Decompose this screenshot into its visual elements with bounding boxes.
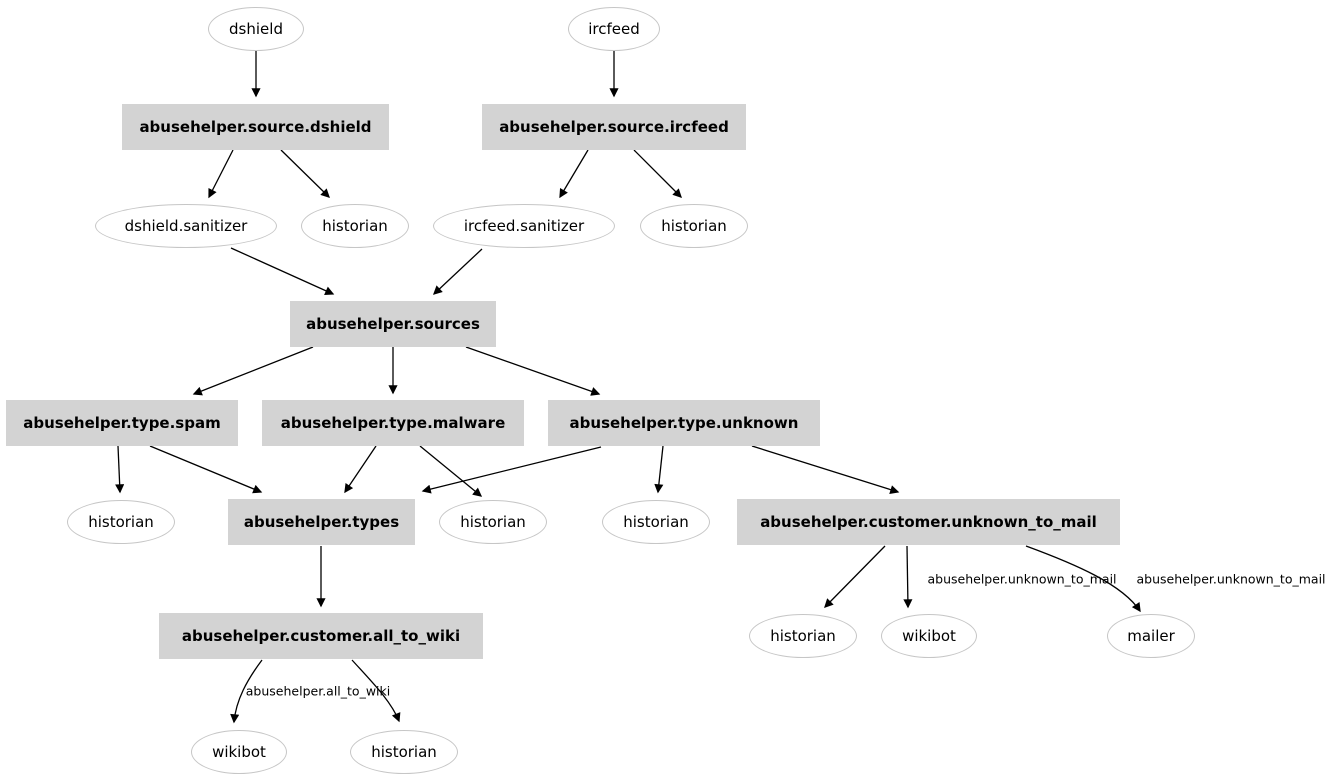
edge-ircfeed-sanitizer-to-sources [433, 248, 483, 295]
edge-type-malware-to-historian [419, 445, 483, 497]
edge-type-spam-to-historian [115, 445, 125, 494]
node-abusehelper-source-dshield: abusehelper.source.dshield [122, 104, 389, 150]
node-abusehelper-sources: abusehelper.sources [290, 301, 496, 347]
edge-unknown-to-mail-to-wikibot [903, 545, 913, 609]
edge-sources-to-type-spam [192, 346, 314, 396]
node-historian-1: historian [301, 204, 409, 248]
edge-unknown-to-mail-to-historian [824, 545, 886, 608]
edge-unknown-to-mail-to-mailer [1025, 545, 1141, 613]
edge-source-dshield-to-sanitizer [208, 149, 234, 199]
edge-all-to-wiki-to-historian [351, 659, 401, 723]
edge-type-unknown-to-historian [654, 445, 664, 494]
edge-source-ircfeed-to-sanitizer [559, 149, 589, 199]
edge-source-ircfeed-to-historian [633, 149, 682, 198]
node-ircfeed: ircfeed [568, 7, 660, 51]
node-ircfeed-sanitizer: ircfeed.sanitizer [433, 204, 615, 248]
edge-sources-to-type-unknown [465, 346, 601, 396]
edge-type-spam-to-types [149, 445, 263, 494]
node-abusehelper-type-unknown: abusehelper.type.unknown [548, 400, 820, 446]
node-abusehelper-source-ircfeed: abusehelper.source.ircfeed [482, 104, 746, 150]
edge-dshield-sanitizer-to-sources [230, 247, 335, 295]
node-historian-3: historian [67, 500, 175, 544]
node-dshield-sanitizer: dshield.sanitizer [95, 204, 277, 248]
node-dshield: dshield [208, 7, 304, 51]
node-wikibot-2: wikibot [191, 730, 287, 774]
edge-label-unknown-to-mail-mailer: abusehelper.unknown_to_mail [1136, 571, 1326, 587]
edge-source-dshield-to-historian [280, 149, 330, 198]
node-historian-6: historian [749, 614, 857, 658]
node-abusehelper-types: abusehelper.types [228, 499, 415, 545]
edge-label-all-to-wiki-wikibot: abusehelper.all_to_wiki [245, 683, 391, 699]
node-wikibot-1: wikibot [881, 614, 977, 658]
node-historian-7: historian [350, 730, 458, 774]
node-abusehelper-type-malware: abusehelper.type.malware [262, 400, 524, 446]
edge-type-unknown-to-types [421, 446, 602, 494]
edge-all-to-wiki-to-wikibot [230, 659, 263, 724]
edge-type-unknown-to-unknown-to-mail [751, 445, 900, 495]
edge-type-malware-to-types [344, 445, 377, 494]
edge-label-unknown-to-mail-wikibot: abusehelper.unknown_to_mail [927, 571, 1117, 587]
node-abusehelper-customer-all-to-wiki: abusehelper.customer.all_to_wiki [159, 613, 483, 659]
node-historian-4: historian [439, 500, 547, 544]
node-historian-2: historian [640, 204, 748, 248]
node-abusehelper-customer-unknown-to-mail: abusehelper.customer.unknown_to_mail [737, 499, 1120, 545]
node-historian-5: historian [602, 500, 710, 544]
node-mailer: mailer [1107, 614, 1195, 658]
node-abusehelper-type-spam: abusehelper.type.spam [6, 400, 238, 446]
